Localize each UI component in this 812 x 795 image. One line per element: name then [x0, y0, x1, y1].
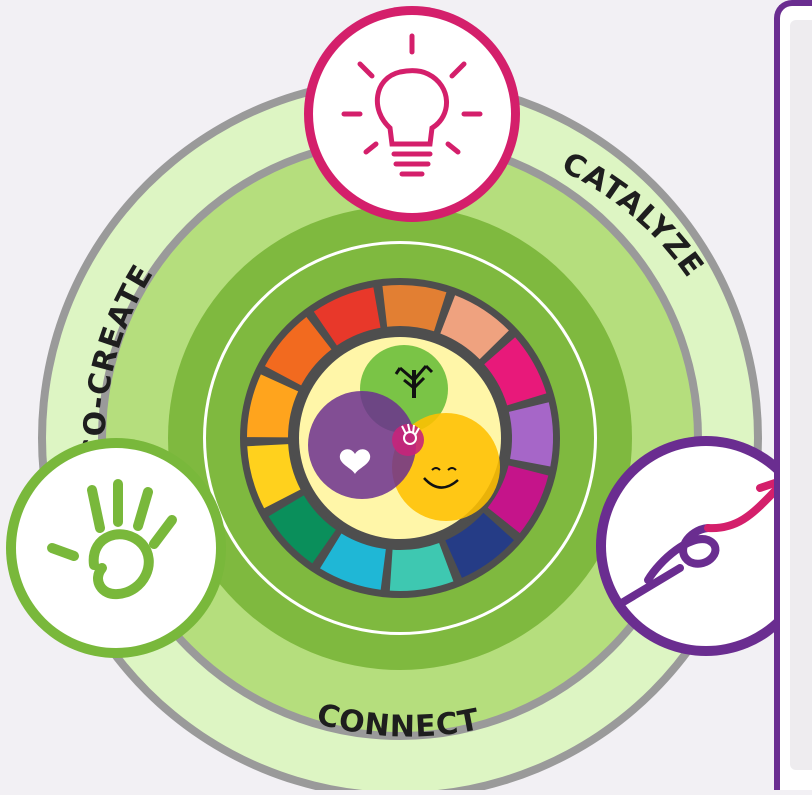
venn-circle-love [308, 391, 416, 499]
color-wheel-segment [487, 465, 549, 534]
color-wheel-segment [445, 512, 514, 578]
smile-icon [423, 467, 459, 489]
lightbulb-node[interactable] [304, 6, 520, 222]
color-wheel-segment [508, 402, 553, 467]
color-wheel-segment [264, 316, 332, 386]
hand-spiral-icon [47, 479, 177, 600]
right-side-panel [774, 0, 812, 790]
hand-spiral-node[interactable] [6, 438, 226, 658]
color-wheel-segment [268, 495, 336, 564]
tree-icon [394, 364, 434, 398]
color-wheel [247, 284, 553, 591]
center-hand-spiral-icon [401, 423, 420, 445]
color-wheel-segment [313, 287, 381, 346]
heart-icon [339, 449, 371, 474]
color-wheel-segment [247, 444, 301, 509]
color-wheel-segment [389, 542, 454, 591]
color-wheel-segment [247, 374, 299, 438]
color-wheel-segment [440, 295, 509, 360]
color-wheel-segment [320, 533, 386, 590]
spiral-arrow-node[interactable] [596, 436, 812, 656]
color-wheel-segment [484, 337, 547, 406]
lightbulb-icon [341, 33, 483, 177]
color-wheel-segment [382, 284, 447, 332]
right-side-panel-inner [790, 20, 812, 770]
